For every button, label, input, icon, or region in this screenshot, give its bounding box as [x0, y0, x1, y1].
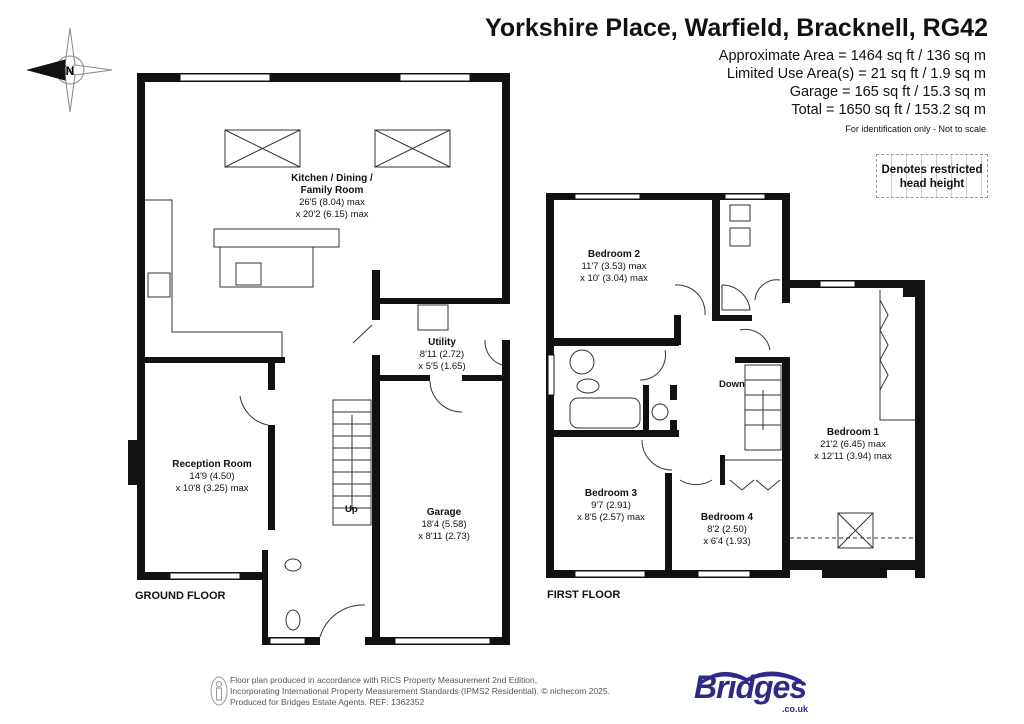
room-name: Reception Room	[172, 459, 252, 470]
property-title: Yorkshire Place, Warfield, Bracknell, RG…	[485, 14, 988, 42]
room-name: Bedroom 1	[826, 427, 880, 438]
ground-floor-fixtures	[145, 129, 503, 638]
room-dimension: 14'9 (4.50)	[189, 471, 235, 482]
room-bedroom-2: Bedroom 2 11'7 (3.53) max x 10' (3.04) m…	[580, 249, 648, 285]
person-icon	[210, 676, 228, 706]
room-dimension: x 6'4 (1.93)	[703, 536, 751, 547]
room-dimension: 21'2 (6.45) max	[820, 439, 886, 450]
first-floor-windows	[547, 193, 856, 578]
room-bedroom-4: Bedroom 4 8'2 (2.50) x 6'4 (1.93)	[701, 512, 753, 548]
room-bedroom-1: Bedroom 1 21'2 (6.45) max x 12'11 (3.94)…	[814, 427, 892, 463]
room-dimension: 8'2 (2.50)	[707, 524, 747, 535]
logo-text: Bridges	[694, 669, 807, 705]
compass-label: N	[66, 64, 75, 78]
room-dimension: 18'4 (5.58)	[421, 519, 467, 530]
restricted-height-legend: Denotes restricted head height	[876, 154, 988, 198]
room-name: Bedroom 2	[587, 249, 641, 260]
room-name: Utility	[428, 337, 456, 348]
room-bedroom-3: Bedroom 3 9'7 (2.91) x 8'5 (2.57) max	[577, 488, 645, 524]
room-dimension: x 10' (3.04) max	[580, 273, 648, 284]
scale-note: For identification only - Not to scale	[845, 124, 986, 134]
legend-line: Denotes restricted	[881, 164, 983, 176]
room-dimension: x 12'11 (3.94) max	[814, 451, 892, 462]
room-dimension: x 10'8 (3.25) max	[175, 483, 249, 494]
total-area: Total = 1650 sq ft / 153.2 sq m	[791, 102, 986, 118]
stairs-down-label: Down	[719, 379, 745, 390]
room-garage: Garage 18'4 (5.58) x 8'11 (2.73)	[418, 507, 470, 543]
footer-line: Floor plan produced in accordance with R…	[230, 675, 538, 685]
room-dimension: 26'5 (8.04) max	[299, 197, 365, 208]
bridges-logo: Bridges .co.uk	[692, 664, 812, 722]
first-floor-fixtures	[569, 204, 915, 549]
room-utility: Utility 8'11 (2.72) x 5'5 (1.65)	[418, 337, 465, 373]
room-name: Garage	[426, 507, 462, 518]
room-dimension: x 8'5 (2.57) max	[577, 512, 645, 523]
room-kitchen: Kitchen / Dining / Family Room 26'5 (8.0…	[291, 173, 373, 221]
logo-arches-icon	[700, 671, 802, 684]
logo-subtext: .co.uk	[781, 704, 808, 714]
room-dimension: 11'7 (3.53) max	[581, 261, 647, 272]
legend-line: head height	[899, 178, 965, 190]
approx-area: Approximate Area = 1464 sq ft / 136 sq m	[718, 48, 986, 64]
room-reception: Reception Room 14'9 (4.50) x 10'8 (3.25)…	[172, 459, 251, 495]
room-name: Bedroom 3	[584, 488, 638, 499]
room-dimension: x 8'11 (2.73)	[418, 531, 470, 542]
ground-floor-label: GROUND FLOOR	[135, 590, 226, 602]
footer-line: Produced for Bridges Estate Agents. REF:…	[230, 697, 425, 707]
garage-area: Garage = 165 sq ft / 15.3 sq m	[789, 84, 986, 100]
room-dimension: x 5'5 (1.65)	[418, 361, 466, 372]
room-name: Family Room	[300, 185, 364, 196]
room-dimension: x 20'2 (6.15) max	[295, 209, 369, 220]
room-name: Bedroom 4	[700, 512, 754, 523]
footer-text: Floor plan produced in accordance with R…	[230, 675, 610, 708]
limited-use-area: Limited Use Area(s) = 21 sq ft / 1.9 sq …	[726, 66, 986, 82]
room-dimension: 9'7 (2.91)	[591, 500, 631, 511]
room-dimension: 8'11 (2.72)	[419, 349, 465, 360]
room-name: Kitchen / Dining /	[291, 173, 373, 184]
first-floor-label: FIRST FLOOR	[547, 589, 621, 601]
footer-line: Incorporating International Property Mea…	[230, 686, 610, 696]
ground-floor-windows	[169, 73, 491, 645]
compass-icon	[26, 27, 113, 113]
stairs-up-label: Up	[345, 504, 358, 515]
